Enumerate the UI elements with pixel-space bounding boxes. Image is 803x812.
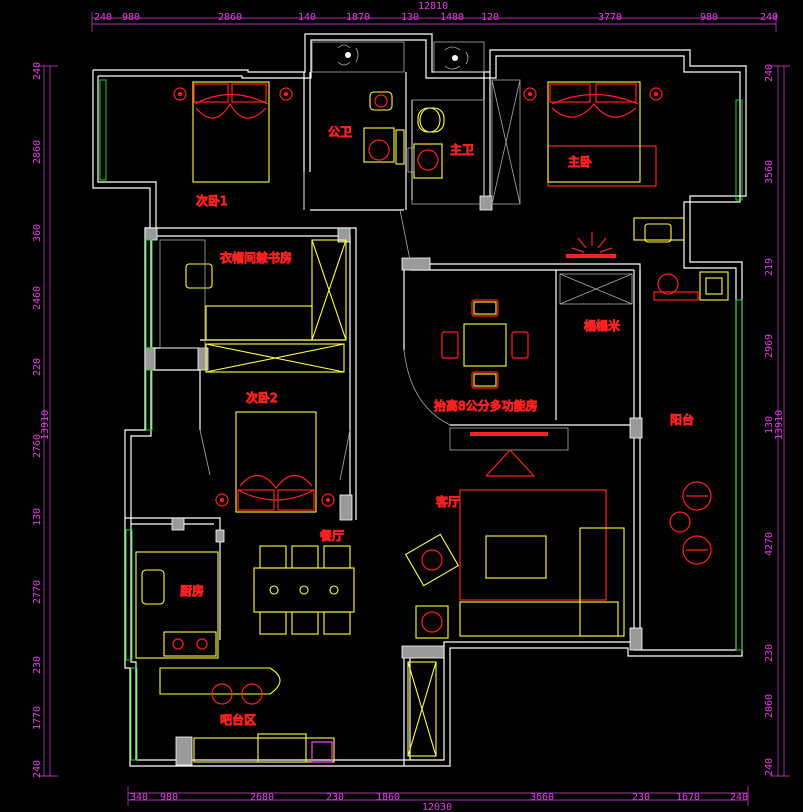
dim-top-2: 2860 [218,12,242,23]
room-label-secondary-bedroom-2: 次卧2 [246,391,278,405]
dim-left-4: 220 [32,358,43,376]
dim-bottom-5: 3660 [530,792,554,803]
dim-left-7: 2770 [32,580,43,604]
dim-right-5: 4270 [764,532,775,556]
dimension-lines [38,12,790,806]
dim-right-7: 2060 [764,694,775,718]
dim-top-7: 120 [481,12,499,23]
dim-top-5: 130 [401,12,419,23]
secondary-bedroom-1-furniture [173,81,293,183]
dim-top-10: 240 [760,12,778,23]
dim-left-total: 13910 [40,410,51,440]
dim-left-1: 2860 [32,140,43,164]
room-label-living-room: 客厅 [436,494,460,509]
dim-top-1: 980 [122,12,140,23]
doors [199,172,411,481]
dim-right-6: 230 [764,644,775,662]
tv-console-icon [566,232,616,258]
dim-right-2: 219 [764,258,775,276]
dim-top-9: 980 [700,12,718,23]
dim-right-0: 240 [764,64,775,82]
room-label-secondary-bedroom-1: 次卧1 [196,194,228,208]
dim-bottom-0: 340 [130,792,148,803]
multifunction-room-furniture [441,299,529,389]
room-label-tatami: 榻榻米 [584,319,620,333]
bar-area-furniture [159,661,437,763]
dim-bottom-4: 1860 [376,792,400,803]
public-bathroom-fixtures [311,41,405,165]
room-labels: 次卧1 公卫 主卫 主卧 衣帽间兼书房 榻榻米 抬高8公分多功能房 次卧2 阳台… [179,124,694,727]
dim-bottom-6: 230 [632,792,650,803]
dimension-labels-right: 240 3560 219 2969 130 4270 230 2060 240 … [764,64,785,776]
outer-walls [92,33,747,767]
room-label-kitchen: 厨房 [180,583,204,598]
balcony-furniture [653,271,729,565]
dimension-labels-bottom: 340 980 2680 230 1860 3660 230 1670 240 … [130,792,748,812]
dim-left-10: 240 [32,760,43,778]
room-label-multifunction-room: 抬高8公分多功能房 [434,398,538,413]
dim-left-3: 2460 [32,286,43,310]
dim-left-6: 130 [32,508,43,526]
dim-right-total: 13910 [774,410,785,440]
room-label-master-bedroom: 主卧 [568,155,592,169]
dim-bottom-8: 240 [730,792,748,803]
dim-left-2: 360 [32,224,43,242]
master-bedroom-furniture [491,79,685,243]
master-bathroom-fixtures [407,41,485,205]
dim-left-9: 1770 [32,706,43,730]
windows [99,79,743,761]
dim-right-8: 240 [764,758,775,776]
dim-right-4: 130 [764,416,775,434]
dim-top-4: 1870 [346,12,370,23]
living-room-furniture [404,427,625,639]
room-label-public-bathroom: 公卫 [328,125,352,139]
interior-walls [125,72,641,766]
dim-top-8: 3770 [598,12,622,23]
wall-columns [144,195,643,766]
shower-icon [337,44,359,66]
dimension-labels-left: 240 2860 360 2460 220 2760 130 2770 230 … [32,62,51,778]
room-label-master-bathroom: 主卫 [450,143,474,157]
dim-bottom-2: 2680 [250,792,274,803]
dim-top-0: 240 [94,12,112,23]
dim-left-8: 230 [32,656,43,674]
dim-left-0: 240 [32,62,43,80]
dim-right-3: 2969 [764,334,775,358]
shower-icon [444,46,469,70]
room-label-dining-room: 餐厅 [320,528,344,543]
dim-bottom-7: 1670 [676,792,700,803]
tatami-furniture [559,273,633,305]
dim-top-3: 140 [298,12,316,23]
cloakroom-study-furniture [159,239,347,349]
dim-bottom-3: 230 [326,792,344,803]
dim-top-6: 1480 [440,12,464,23]
dim-bottom-total: 12030 [422,802,452,812]
dimension-labels-top: 12810 240 980 2860 140 1870 130 1480 120… [94,1,778,23]
secondary-bedroom-2-furniture [215,411,335,513]
room-label-balcony: 阳台 [670,412,694,427]
dim-right-1: 3560 [764,160,775,184]
wardrobe [205,343,345,373]
dining-room-furniture [253,545,355,635]
room-label-cloakroom-study: 衣帽间兼书房 [220,250,292,265]
kitchen-fixtures [135,551,219,659]
dim-top-total: 12810 [418,1,448,12]
dim-bottom-1: 980 [160,792,178,803]
room-label-bar-area: 吧台区 [220,712,256,727]
dim-left-5: 2760 [32,434,43,458]
